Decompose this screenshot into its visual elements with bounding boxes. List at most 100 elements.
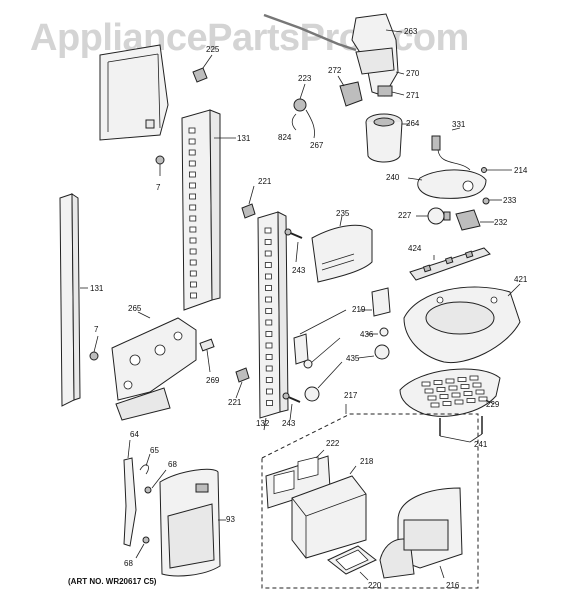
callout-214: 214: [514, 166, 528, 175]
part-216-housing: [379, 487, 463, 579]
rail-slot: [264, 262, 272, 268]
callout-93: 93: [226, 515, 235, 524]
callout-131: 131: [90, 284, 104, 293]
shield-vent: [454, 399, 464, 405]
part-93-dispenser-cover: [159, 468, 226, 577]
rail-slot: [189, 204, 197, 211]
callout-225: 225: [206, 45, 220, 54]
part-235-control-cover: [311, 215, 373, 283]
part-264-fan-motor: [365, 113, 410, 163]
callout-241: 241: [474, 440, 488, 449]
part-436-bulb-small: [303, 327, 389, 369]
part-424-light-board: [409, 247, 491, 281]
shield-vent: [424, 388, 434, 394]
part-227-bulb: [416, 207, 451, 225]
shield-vent: [463, 391, 473, 396]
shield-vent: [457, 377, 467, 382]
shield-vent: [460, 384, 470, 389]
part-131-left-channel: [59, 193, 88, 407]
shield-vent: [430, 402, 440, 408]
callout-221: 221: [258, 177, 272, 186]
callout-65: 65: [150, 446, 159, 455]
shield-vent: [478, 396, 488, 402]
part-271-cap: [377, 85, 405, 97]
callout-243: 243: [282, 419, 296, 428]
part-229-light-shield: [399, 368, 501, 417]
callout-227: 227: [398, 211, 412, 220]
rail-slot: [266, 400, 273, 406]
part-132-right-rail: [257, 211, 289, 431]
art-number: (ART NO. WR20617 C5): [68, 577, 157, 586]
rail-slot: [264, 250, 272, 257]
rail-slot: [265, 388, 273, 395]
shield-vent: [466, 398, 476, 403]
shield-vent: [469, 375, 479, 381]
part-232-socket: [455, 209, 494, 231]
callout-229: 229: [486, 400, 500, 409]
callout-7: 7: [156, 183, 161, 192]
rail-slot: [189, 259, 197, 266]
part-265-hinge-bracket: [111, 311, 197, 421]
callout-435: 435: [346, 354, 360, 363]
part-221-clip-upper: [241, 185, 256, 219]
rail-slot: [189, 237, 197, 244]
shield-vent: [475, 389, 485, 395]
shield-vent: [442, 401, 452, 406]
callout-221: 221: [228, 398, 242, 407]
part-65-spring: [139, 453, 151, 475]
rail-slot: [265, 319, 273, 326]
shield-vent: [451, 392, 461, 398]
part-219-socket-lower: [293, 309, 347, 365]
rail-slot: [189, 215, 197, 222]
rail-slot: [188, 149, 196, 156]
callout-222: 222: [326, 439, 340, 448]
callout-436: 436: [360, 330, 374, 339]
part-223-thermistor: [293, 83, 307, 112]
rail-slot: [188, 138, 196, 145]
callout-263: 263: [404, 27, 418, 36]
callout-220: 220: [368, 581, 382, 590]
callout-7: 7: [94, 325, 99, 334]
callout-219: 219: [352, 305, 366, 314]
part-221-clip-lower: [235, 367, 250, 399]
shield-vent: [421, 381, 431, 387]
callout-264: 264: [406, 119, 420, 128]
part-214-screw: [481, 167, 512, 173]
part-240-plate: [407, 169, 487, 199]
shield-vent: [427, 395, 437, 401]
callout-216: 216: [446, 581, 460, 590]
rail-slot: [189, 248, 197, 255]
part-68-screw-upper: [144, 469, 167, 494]
part-243-screw-lower: [282, 392, 301, 421]
rail-slot: [265, 285, 272, 291]
part-270-duct: [395, 71, 405, 75]
rail-slot: [265, 377, 273, 383]
callout-331: 331: [452, 120, 466, 129]
callout-824: 824: [278, 133, 292, 142]
part-220-gasket-ring: [327, 545, 377, 581]
watermark-text: AppliancePartsPros.com: [30, 17, 469, 59]
callout-272: 272: [328, 66, 342, 75]
callout-265: 265: [128, 304, 142, 313]
callout-267: 267: [310, 141, 324, 150]
part-7-screw-upper: [155, 155, 165, 176]
callout-217: 217: [344, 391, 358, 400]
rail-slot: [189, 182, 196, 189]
part-218-duct: [291, 465, 367, 559]
shield-vent: [436, 387, 446, 392]
rail-slot: [188, 127, 196, 134]
part-269-bushing: [199, 338, 215, 373]
callout-223: 223: [298, 74, 312, 83]
rail-slot: [189, 193, 197, 200]
part-824-spring: [291, 113, 297, 131]
callout-270: 270: [406, 69, 420, 78]
part-131-upper-rail: [181, 109, 236, 311]
part-219-socket-upper: [360, 287, 391, 317]
rail-slot: [265, 308, 273, 314]
rail-slot: [265, 296, 273, 303]
shield-vent: [439, 394, 449, 399]
rail-slot: [265, 354, 273, 360]
callout-243: 243: [292, 266, 306, 275]
